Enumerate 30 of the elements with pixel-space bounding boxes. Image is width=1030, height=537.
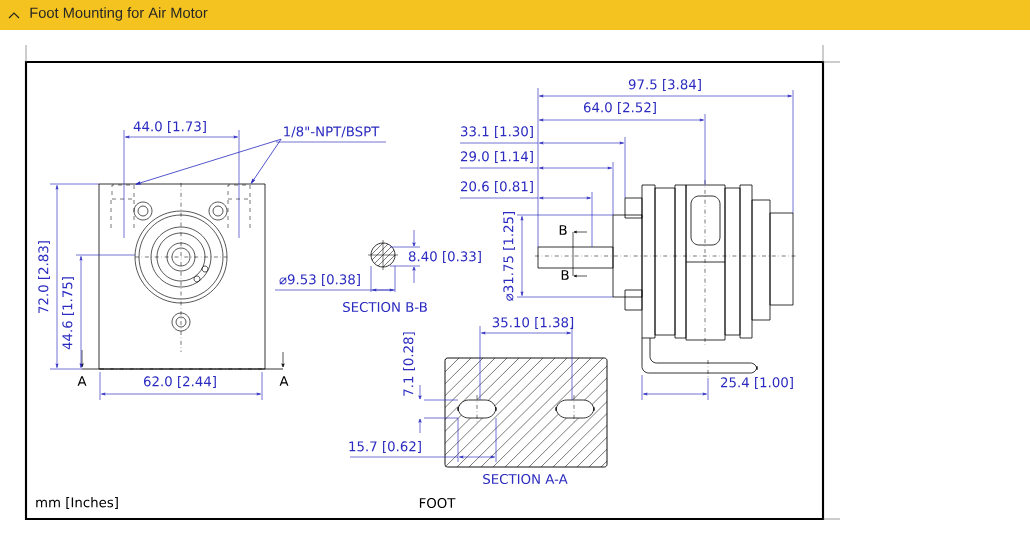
dimension-text: 20.6 [0.81] — [461, 181, 533, 193]
dimension-text: 8.40 [0.33] — [408, 251, 481, 263]
dimension-text: ⌀31.75 [1.25] — [503, 211, 515, 301]
dimension-text: 97.5 [3.84] — [628, 79, 701, 91]
dimension-text: 7.1 [0.28] — [403, 332, 415, 396]
section-letter: A — [77, 376, 87, 386]
dimension-text: 62.0 [2.44] — [143, 376, 216, 388]
pipe-port — [111, 184, 135, 200]
dimension-text: ⌀9.53 [0.38] — [279, 274, 360, 286]
dimension-text: 64.0 [2.52] — [583, 102, 656, 114]
dimension-text: 33.1 [1.30] — [461, 126, 533, 138]
callout-text: 1/8"-NPT/BSPT — [284, 126, 380, 138]
section-letter: B — [559, 225, 567, 235]
leader-line — [135, 138, 282, 185]
pipe-port — [227, 184, 251, 200]
leader-line — [250, 138, 282, 184]
dimension-text: 35.10 [1.38] — [492, 317, 574, 329]
dimension-text: 44.0 [1.73] — [133, 121, 206, 133]
section-title: SECTION A-A — [483, 473, 568, 485]
title: Foot Mounting for Air Motor — [30, 7, 208, 21]
dimension-text: 72.0 [2.83] — [38, 241, 50, 313]
view-title: FOOT — [419, 497, 456, 509]
dimension-text: 25.4 [1.00] — [721, 377, 793, 389]
dimension-text: 15.7 [0.62] — [349, 441, 421, 453]
section-letter: B — [561, 270, 569, 280]
units-note: mm [Inches] — [36, 497, 118, 509]
dimension-text: 29.0 [1.14] — [461, 151, 533, 163]
dimension-text: 44.6 [1.75] — [62, 277, 74, 350]
section-letter: A — [279, 376, 289, 386]
section-title: SECTION B-B — [343, 301, 427, 313]
